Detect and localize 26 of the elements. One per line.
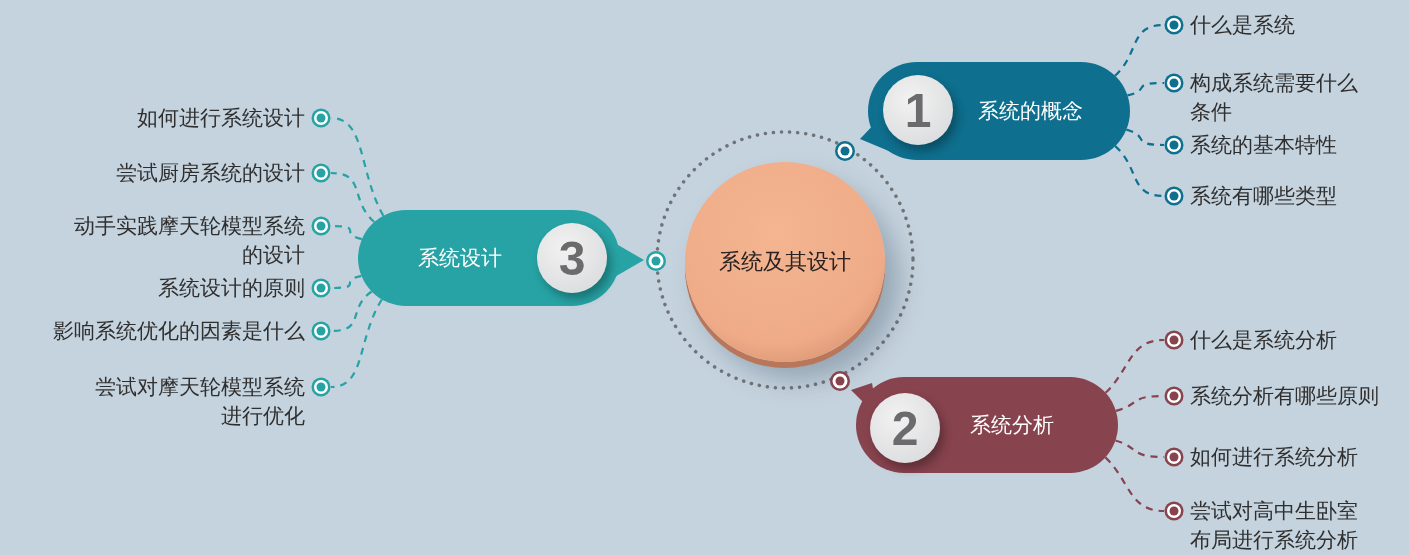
topic-title: 系统分析 — [970, 412, 1054, 439]
subtopic-text: 影响系统优化的因素是什么 — [53, 318, 305, 345]
subtopic-text: 什么是系统 — [1190, 12, 1295, 39]
topic-title: 系统的概念 — [977, 98, 1083, 125]
dashed-connector — [330, 298, 383, 389]
topic-title: 系统设计 — [418, 245, 502, 272]
subtopic-text: 系统设计的原则 — [158, 275, 305, 302]
subtopic-text: 什么是系统分析 — [1190, 327, 1337, 354]
dashed-connector — [1104, 456, 1165, 513]
dashed-connector — [1126, 128, 1165, 147]
subtopic-text: 系统的基本特性 — [1190, 132, 1337, 159]
dashed-connector — [1104, 338, 1165, 394]
subtopic-text: 动手实践摩天轮模型系统的设计 — [73, 213, 305, 269]
center-title: 系统及其设计 — [719, 248, 851, 276]
subtopic-text: 系统分析有哪些原则 — [1190, 383, 1379, 410]
subtopic-text: 如何进行系统设计 — [137, 105, 305, 132]
subtopic-text: 尝试厨房系统的设计 — [116, 160, 305, 187]
subtopic-text: 尝试对摩天轮模型系统进行优化 — [94, 374, 305, 430]
subtopic-text: 如何进行系统分析 — [1190, 444, 1358, 471]
dashed-connector — [330, 171, 376, 223]
subtopic-text: 系统有哪些类型 — [1190, 183, 1337, 210]
topic-bubble — [850, 377, 1118, 473]
subtopic-text: 构成系统需要什么条件 — [1190, 70, 1359, 126]
dashed-connector — [1127, 81, 1164, 97]
subtopic-text: 尝试对高中生卧室布局进行系统分析 — [1190, 498, 1359, 554]
dashed-connector — [331, 274, 362, 290]
